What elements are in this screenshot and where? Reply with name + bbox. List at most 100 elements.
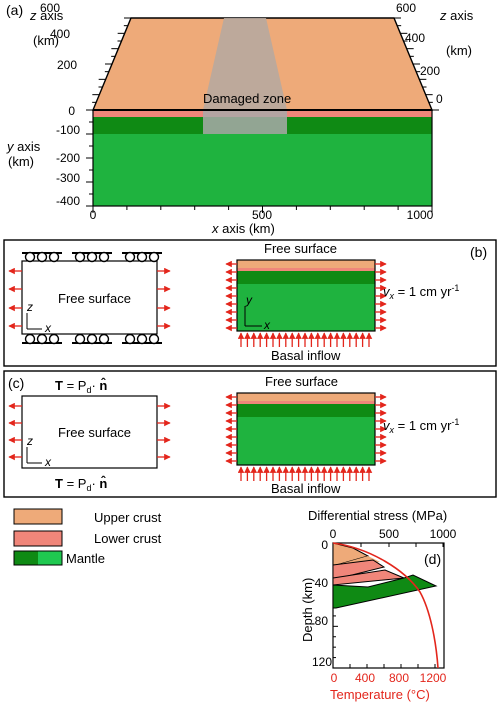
- b-mantle-lithosphere: [237, 271, 375, 284]
- z-tick-right-400: 400: [405, 31, 425, 45]
- roller-bottom-wheel: [98, 333, 110, 345]
- b-roller-supports: [22, 251, 162, 345]
- b-axis-x: x: [44, 321, 52, 335]
- z-axis-right-km: (km): [446, 43, 472, 58]
- y-axis-km: (km): [8, 154, 34, 169]
- d-temp-tick-800: 800: [389, 671, 409, 685]
- c-lower-crust: [237, 401, 375, 404]
- panel-b: (b) Free surface z x Free surface Basal …: [3, 239, 497, 367]
- d-depth-tick-40: 40: [315, 576, 329, 590]
- roller-top-wheel: [86, 251, 98, 263]
- c-section-free-surface: Free surface: [265, 374, 338, 389]
- z-axis-right-ticks: [394, 17, 439, 111]
- x-tick-0: 0: [90, 208, 97, 222]
- panel-d-label: (d): [424, 551, 441, 567]
- legend-mantle-dark-swatch: [14, 551, 38, 565]
- z-axis-left-km: (km): [33, 33, 59, 48]
- z-tick-right-0: 0: [436, 92, 443, 106]
- panel-b-label: (b): [470, 244, 487, 260]
- legend-lower-crust-label: Lower crust: [94, 531, 162, 546]
- z-tick-right-200: 200: [420, 64, 440, 78]
- c-left-side-arrows: [8, 402, 171, 461]
- d-temp-tick-0: 0: [331, 671, 338, 685]
- b-upper-crust: [237, 260, 375, 268]
- b-plan-free-surface: Free surface: [58, 291, 131, 306]
- roller-top-wheel: [24, 251, 36, 263]
- d-depth-tick-80: 80: [315, 614, 329, 628]
- d-top-axis-title: Differential stress (MPa): [308, 508, 447, 523]
- b-basal-inflow: Basal inflow: [271, 348, 341, 363]
- b-left-side-arrows: [8, 267, 171, 330]
- y-tick-400: -400: [56, 194, 80, 208]
- d-depth-tick-120: 120: [312, 655, 332, 669]
- d-mantle-envelope: [332, 574, 438, 609]
- roller-bottom-wheel: [136, 333, 148, 345]
- roller-top-wheel: [36, 251, 48, 263]
- b-axis-y: y: [245, 293, 253, 307]
- c-axis-x: x: [44, 455, 52, 469]
- d-temp-tick-1200: 1200: [420, 671, 447, 685]
- panel-a-label: (a): [6, 2, 23, 18]
- x-tick-500: 500: [252, 208, 272, 222]
- c-mantle: [237, 417, 375, 465]
- b-mantle: [237, 284, 375, 331]
- legend: Upper crust Lower crust Mantle: [13, 508, 162, 566]
- panel-c-frame: [3, 370, 497, 498]
- z-tick-left-200: 200: [57, 58, 77, 72]
- y-tick-200: -200: [56, 151, 80, 165]
- legend-lower-crust-swatch: [13, 530, 63, 547]
- roller-top-wheel: [74, 251, 86, 263]
- panel-d: Differential stress (MPa) 0 500 1000 (d)…: [300, 508, 457, 702]
- c-section-arrows: [225, 393, 387, 481]
- legend-mantle-label: Mantle: [66, 551, 105, 566]
- damaged-zone-top: [203, 18, 287, 110]
- c-axis-z: z: [26, 434, 33, 448]
- c-basal-inflow: Basal inflow: [271, 481, 341, 496]
- d-top-tick-500: 500: [379, 527, 399, 541]
- d-depth-axis-title: Depth (km): [300, 578, 315, 642]
- x-axis-title: x axis (km): [211, 221, 275, 236]
- d-lower-crust-envelope: [332, 559, 386, 579]
- x-axis-ticks: [92, 206, 433, 213]
- damaged-zone-front: [203, 110, 287, 134]
- c-plan-box: [21, 395, 158, 469]
- b-axis-z: z: [26, 300, 33, 314]
- y-tick-100: -100: [56, 123, 80, 137]
- y-tick-300: -300: [56, 171, 80, 185]
- damaged-zone-label: Damaged zone: [203, 91, 291, 106]
- panel-c-label: (c): [8, 375, 24, 391]
- roller-bottom-wheel: [48, 333, 60, 345]
- panel-a: (a) Damaged zone z axis (km) 600 400 200…: [6, 1, 474, 236]
- c-mantle-lithosphere: [237, 404, 375, 417]
- roller-bottom-wheel: [74, 333, 86, 345]
- d-geotherm-curve: [332, 542, 439, 669]
- roller-bottom-wheel: [124, 333, 136, 345]
- d-depth-tick-0: 0: [321, 538, 328, 552]
- roller-top-wheel: [98, 251, 110, 263]
- roller-bottom-wheel: [36, 333, 48, 345]
- z-tick-right-600: 600: [396, 1, 416, 15]
- c-upper-crust: [237, 393, 375, 401]
- mantle-front: [93, 134, 432, 206]
- roller-top-wheel: [48, 251, 60, 263]
- legend-upper-crust-label: Upper crust: [94, 510, 162, 525]
- b-section-axis-x: x: [263, 318, 271, 332]
- c-plan-axes: z x: [26, 434, 52, 469]
- b-section-axes: y x: [244, 293, 271, 332]
- b-lower-crust: [237, 268, 375, 271]
- z-axis-left-title: z axis: [29, 8, 64, 23]
- roller-top-wheel: [148, 251, 160, 263]
- z-tick-left-0: 0: [68, 104, 75, 118]
- b-section-arrows: [225, 260, 387, 347]
- c-traction-bottom: T = Pd· n̂: [55, 476, 107, 493]
- c-traction-top: T = Pd· n̂: [55, 378, 107, 395]
- roller-bottom-wheel: [86, 333, 98, 345]
- c-plan-free-surface: Free surface: [58, 425, 131, 440]
- d-top-tick-1000: 1000: [430, 527, 457, 541]
- b-plan-box: [21, 260, 158, 335]
- d-temp-axis-title: Temperature (°C): [330, 687, 430, 702]
- roller-bottom-wheel: [148, 333, 160, 345]
- z-axis-right-title: z axis: [439, 8, 474, 23]
- z-tick-left-400: 400: [50, 27, 70, 41]
